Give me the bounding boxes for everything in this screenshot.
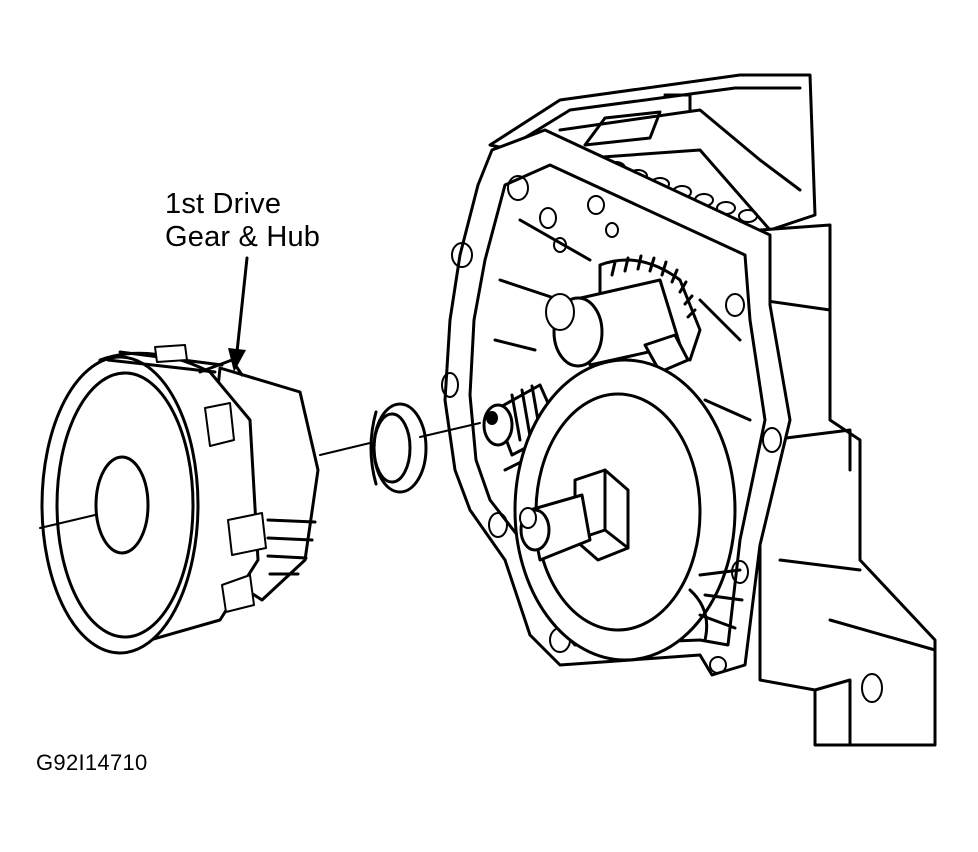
- transaxle-case-icon: [441, 73, 937, 747]
- leader-arrow-icon: [228, 256, 249, 372]
- gear-hub-icon: [40, 344, 320, 655]
- callout-label: 1st Drive Gear & Hub: [165, 188, 320, 254]
- callout-label-line-2: Gear & Hub: [165, 221, 321, 253]
- assembly-centerline: [39, 422, 481, 529]
- figure-code: G92I14710: [36, 750, 148, 775]
- callout-label-line-1: 1st Drive: [165, 188, 282, 220]
- washer-icon: [369, 402, 428, 494]
